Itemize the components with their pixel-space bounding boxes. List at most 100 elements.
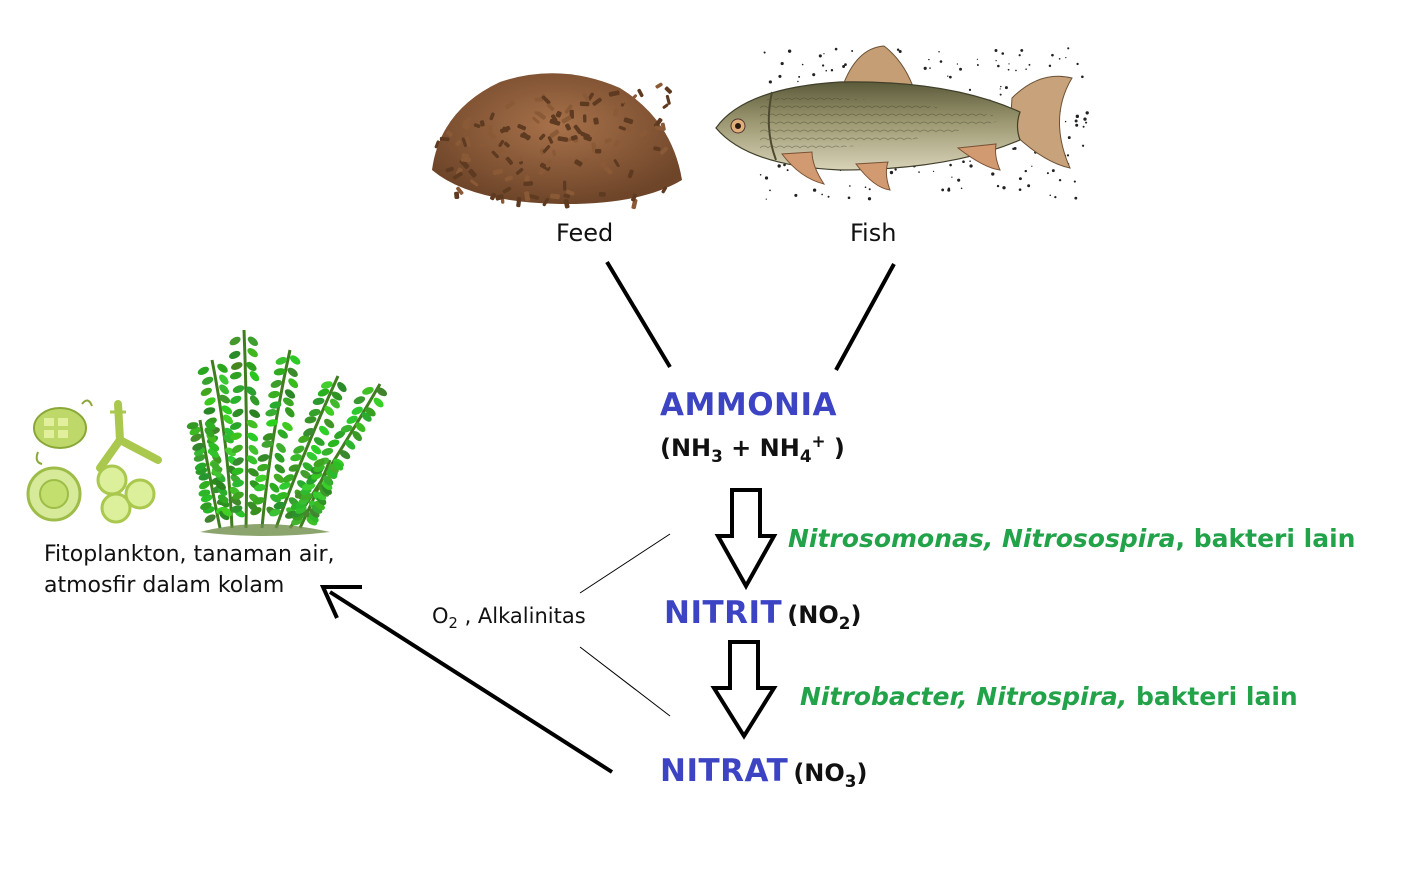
- plant-leaf: [247, 468, 259, 477]
- fish-background-speckle: [939, 60, 943, 63]
- fish-background-speckle: [1008, 63, 1010, 65]
- plant-leaf: [229, 371, 242, 380]
- plant-leaf: [245, 386, 257, 396]
- plant-leaf: [324, 406, 335, 416]
- fish-background-speckle: [765, 198, 767, 200]
- pellet-grain: [542, 145, 551, 153]
- plant-leaf: [290, 453, 303, 462]
- fish-background-speckle: [957, 178, 961, 182]
- pellet-grain: [639, 129, 648, 138]
- plant-leaf: [217, 494, 229, 504]
- plant-leaf: [287, 367, 298, 378]
- fish-background-speckle: [1018, 177, 1022, 181]
- pellet-grain: [463, 116, 473, 125]
- plant-leaf: [303, 482, 316, 490]
- fish-background-speckle: [1075, 114, 1080, 119]
- fish-background-speckle: [1076, 62, 1079, 66]
- plant-leaf: [321, 447, 334, 456]
- pellet-grain: [569, 109, 575, 119]
- plant-leaf: [352, 431, 362, 442]
- fish-background-speckle: [918, 171, 920, 173]
- plant-leaf: [247, 348, 258, 358]
- pellet-grain: [659, 146, 668, 155]
- fish-background-speckle: [941, 188, 945, 192]
- plant-leaf: [298, 435, 310, 443]
- pellet-grain: [603, 165, 613, 175]
- fish-background-speckle: [1073, 180, 1076, 183]
- pellet-grain: [587, 92, 594, 101]
- plant-leaf: [194, 462, 207, 471]
- nitrit-node: NITRIT: [664, 595, 783, 631]
- plant-leaf: [200, 387, 212, 396]
- fish-label: Fish: [850, 219, 897, 247]
- fish-background-speckle: [1031, 165, 1033, 167]
- fish-background-speckle: [894, 168, 897, 171]
- plant-leaf: [310, 444, 322, 455]
- pellet-grain: [479, 142, 487, 147]
- fish-background-speckle: [1058, 178, 1062, 182]
- fish-background-speckle: [1049, 194, 1052, 197]
- plant-leaf: [273, 368, 286, 376]
- nitrit-row: NITRIT (NO2): [664, 595, 862, 633]
- fish-background-speckle: [948, 75, 952, 79]
- pellet-grain: [492, 168, 504, 176]
- nitrat-to-sink-arrowhead: [319, 585, 362, 619]
- plant-leaf: [229, 336, 241, 346]
- pellet-grain: [524, 175, 530, 183]
- pellet-grain: [497, 148, 505, 153]
- nitrit-formula: (NO2): [787, 601, 862, 633]
- plant-leaf: [219, 384, 229, 395]
- plant-leaf: [246, 455, 258, 465]
- pellet-grain: [570, 135, 578, 141]
- fish-background-speckle: [1067, 136, 1071, 140]
- plant-leaf: [211, 461, 221, 472]
- plant-leaf: [330, 398, 340, 409]
- plant-leaf: [274, 452, 285, 463]
- pellet-grain: [523, 181, 534, 187]
- pellet-grain: [524, 191, 531, 202]
- fish-background-speckle: [830, 69, 834, 72]
- condition-line-upper: [579, 533, 671, 594]
- fish-background-speckle: [1051, 53, 1054, 57]
- fish-background-speckle: [947, 75, 949, 77]
- fish-background-speckle: [898, 50, 902, 54]
- plant-leaf: [199, 480, 211, 490]
- fish-background-speckle: [1018, 54, 1021, 57]
- plant-leaf: [215, 480, 226, 491]
- plant-leaf: [249, 395, 260, 406]
- plant-leaf: [303, 427, 315, 437]
- plant-leaf: [230, 395, 242, 404]
- plant-leaf: [312, 397, 325, 405]
- plant-leaf: [340, 424, 353, 433]
- plant-leaf: [254, 484, 267, 492]
- plant-leaf: [232, 408, 244, 418]
- plant-leaf: [320, 381, 333, 389]
- pellet-grain: [455, 140, 462, 147]
- plant-leaf: [313, 437, 325, 446]
- pellet-grain: [452, 171, 463, 180]
- nitrification-bacteria-step2: Nitrobacter, Nitrospira, bakteri lain: [800, 682, 1298, 711]
- fish-background-speckle: [960, 187, 963, 190]
- pellet-grain: [665, 94, 671, 105]
- pellet-grain: [591, 86, 597, 93]
- pellet-grain: [534, 97, 544, 102]
- plant-leaf: [333, 460, 344, 471]
- plant-leaf: [198, 489, 211, 497]
- pellet-grain: [468, 168, 477, 178]
- plant-leaf: [268, 390, 280, 399]
- aquatic-plant-icon: [186, 329, 388, 536]
- plant-leaf: [279, 481, 291, 490]
- pellet-grain: [562, 180, 567, 191]
- fish-background-speckle: [778, 74, 782, 78]
- plant-leaf: [193, 454, 206, 462]
- pellet-grain: [532, 116, 540, 124]
- pellet-grain: [549, 129, 560, 138]
- plant-leaf: [288, 464, 301, 472]
- fish-background-speckle: [794, 193, 798, 197]
- plant-leaf: [334, 430, 346, 440]
- fish-background-speckle: [786, 169, 789, 172]
- fish-background-speckle: [999, 88, 1001, 90]
- plant-leaf: [257, 454, 270, 462]
- plant-leaf: [288, 378, 299, 389]
